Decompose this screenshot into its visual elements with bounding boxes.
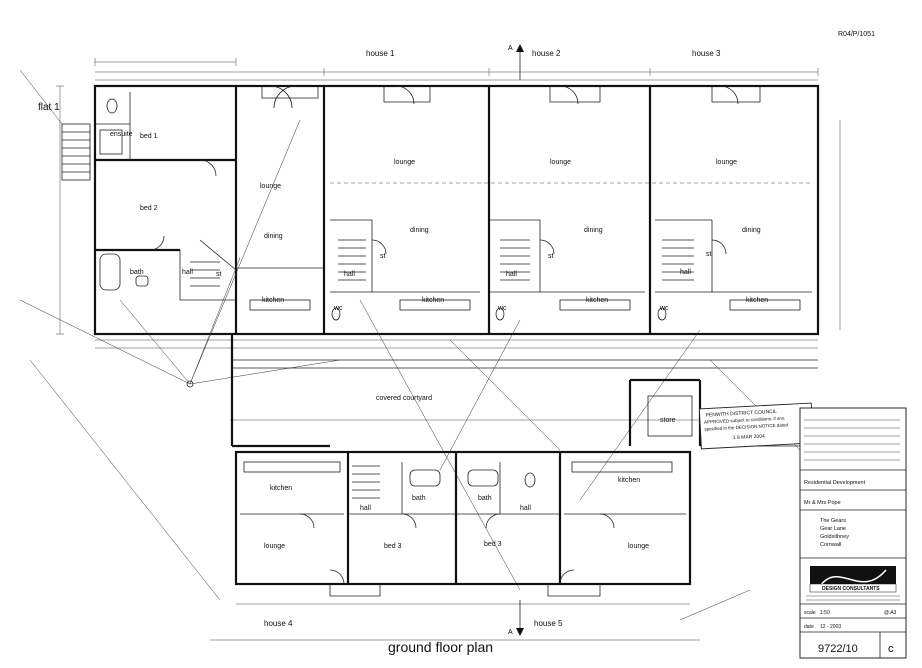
svg-text:st: st — [706, 251, 712, 258]
upper-door-swings — [149, 85, 739, 255]
svg-text:PENWITH DISTRICT COUNCIL: PENWITH DISTRICT COUNCIL — [706, 409, 778, 419]
svg-text:kitchen: kitchen — [746, 297, 768, 304]
svg-text:ensuite: ensuite — [110, 131, 133, 138]
svg-text:bath: bath — [478, 495, 492, 502]
tb-scale: 1:50 — [820, 610, 830, 616]
section-marker-bottom: A — [508, 600, 524, 636]
svg-text:A: A — [508, 45, 513, 52]
svg-text:Gear Lane: Gear Lane — [820, 526, 846, 532]
label-house5: house 5 — [534, 619, 563, 628]
svg-text:kitchen: kitchen — [270, 485, 292, 492]
room-labels: flat 1 house 1 house 2 house 3 house 4 h… — [38, 49, 768, 628]
stair-flights-upper — [61, 123, 694, 287]
svg-text:bed 1: bed 1 — [140, 133, 158, 140]
svg-text:hall: hall — [506, 271, 517, 278]
svg-text:kitchen: kitchen — [618, 477, 640, 484]
svg-text:st: st — [380, 253, 386, 260]
svg-text:kitchen: kitchen — [586, 297, 608, 304]
svg-text:hall: hall — [520, 505, 531, 512]
svg-text:1 8 MAR 2004: 1 8 MAR 2004 — [733, 434, 765, 442]
lower-fittings — [299, 465, 615, 585]
svg-text:lounge: lounge — [716, 159, 737, 166]
svg-text:dining: dining — [742, 227, 761, 234]
svg-text:bed 2: bed 2 — [140, 205, 158, 212]
svg-text:A: A — [508, 629, 513, 636]
lower-building-walls — [234, 450, 692, 605]
label-house2: house 2 — [532, 49, 561, 58]
svg-text:st: st — [548, 253, 554, 260]
svg-text:bed 3: bed 3 — [384, 543, 402, 550]
svg-text:dining: dining — [584, 227, 603, 234]
section-marker-top: A — [508, 44, 524, 80]
title-block: Residential Development Mr & Mrs Pope Th… — [799, 407, 907, 659]
tb-revision: c — [888, 643, 894, 655]
drawing-title: ground floor plan — [388, 639, 493, 655]
svg-text:dining: dining — [410, 227, 429, 234]
svg-text:bath: bath — [412, 495, 426, 502]
svg-text:Cornwall: Cornwall — [820, 542, 841, 548]
svg-text:wc: wc — [333, 305, 343, 312]
svg-text:bed 3: bed 3 — [484, 541, 502, 548]
svg-text:kitchen: kitchen — [262, 297, 284, 304]
svg-text:@ A3: @ A3 — [884, 610, 897, 616]
svg-text:lounge: lounge — [628, 543, 649, 550]
label-house4: house 4 — [264, 619, 293, 628]
construction-lines — [19, 69, 821, 621]
label-house3: house 3 — [692, 49, 721, 58]
approval-stamp: PENWITH DISTRICT COUNCIL APPROVED subjec… — [698, 402, 814, 450]
dimension-lines — [56, 58, 841, 641]
tb-client: Mr & Mrs Pope — [804, 500, 841, 506]
svg-text:lounge: lounge — [394, 159, 415, 166]
svg-text:APPROVED subject to conditions: APPROVED subject to conditions, if any, — [704, 415, 785, 424]
svg-text:lounge: lounge — [264, 543, 285, 550]
tb-drawing-number: 9722/10 — [818, 643, 858, 655]
svg-text:bath: bath — [130, 269, 144, 276]
svg-text:specified in the DECISION NOTI: specified in the DECISION NOTICE dated — [704, 422, 788, 431]
sanitary-fittings-upper — [99, 98, 801, 321]
svg-text:The Gears: The Gears — [820, 518, 846, 524]
svg-text:dining: dining — [264, 233, 283, 240]
svg-text:scale: scale — [804, 610, 816, 616]
svg-text:lounge: lounge — [260, 183, 281, 190]
label-covered-courtyard: covered courtyard — [376, 395, 432, 402]
tb-firm: DESIGN CONSULTANTS — [822, 586, 880, 592]
svg-text:lounge: lounge — [550, 159, 571, 166]
label-flat1: flat 1 — [38, 102, 60, 113]
svg-text:hall: hall — [680, 269, 691, 276]
drawing-reference: R04/P/1051 — [838, 31, 875, 38]
tb-date: 12 - 2003 — [820, 624, 841, 630]
svg-text:hall: hall — [182, 269, 193, 276]
svg-text:Goldsithney: Goldsithney — [820, 534, 849, 540]
svg-text:hall: hall — [360, 505, 371, 512]
svg-text:wc: wc — [497, 305, 507, 312]
label-store: store — [660, 417, 676, 424]
tb-project: Residential Development — [804, 480, 866, 486]
svg-text:kitchen: kitchen — [422, 297, 444, 304]
upper-building-walls — [93, 79, 820, 341]
svg-text:date: date — [804, 624, 814, 630]
svg-text:wc: wc — [659, 305, 669, 312]
svg-text:hall: hall — [344, 271, 355, 278]
label-house1: house 1 — [366, 49, 395, 58]
svg-text:st: st — [216, 271, 222, 278]
